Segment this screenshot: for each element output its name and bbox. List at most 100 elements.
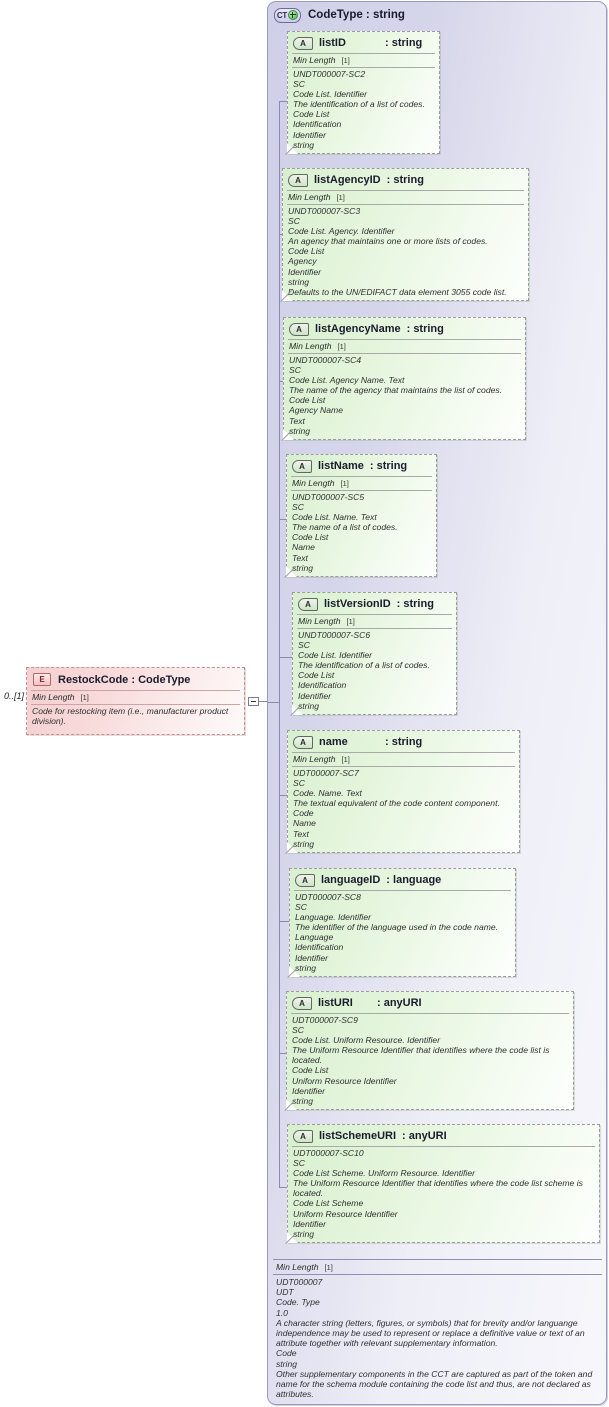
divider <box>273 1259 602 1260</box>
documentation-line: SC <box>298 640 310 651</box>
documentation-line: Uniform Resource Identifier <box>292 1075 397 1086</box>
attribute-facet: Min Length [1] <box>293 615 456 627</box>
connector-line <box>279 795 287 796</box>
documentation-line: Agency <box>288 256 317 267</box>
documentation-line: Code List. Uniform Resource. Identifier <box>292 1035 441 1046</box>
documentation-line: 1.0 <box>276 1307 288 1318</box>
connector-entry <box>268 702 279 703</box>
attribute-facet-value: [1] <box>336 192 345 202</box>
documentation-line: Name <box>292 542 315 553</box>
attribute-name: listID <box>319 37 346 49</box>
documentation-line: SC <box>288 216 300 227</box>
attribute-name: listAgencyID <box>314 174 381 186</box>
attribute-facet: Min Length [1] <box>288 753 519 765</box>
complextype-facet: Min Length [1] <box>273 1260 602 1274</box>
attribute-badge-icon: A <box>292 996 312 1010</box>
documentation-line: Code List Scheme <box>293 1198 364 1209</box>
divider <box>287 204 524 205</box>
documentation-line: Code List. Identifier <box>293 89 368 100</box>
attribute-facet-label: Min Length <box>288 192 331 202</box>
divider <box>31 704 240 705</box>
attribute-badge-icon: A <box>293 36 313 50</box>
divider <box>297 614 452 615</box>
documentation-line: The identification of a list of codes. <box>298 660 430 671</box>
documentation-line: Uniform Resource Identifier <box>293 1208 398 1219</box>
element-facet: Min Length [1] <box>27 691 244 703</box>
connector-line <box>279 1053 286 1054</box>
connector-trunk <box>279 101 280 1187</box>
divider <box>31 690 240 691</box>
documentation-line: Identifier <box>292 1085 325 1096</box>
documentation-line: UDT000007-SC7 <box>293 768 359 778</box>
plus-icon[interactable] <box>288 10 299 20</box>
element-facet-label: Min Length <box>32 692 75 702</box>
connector-line <box>279 921 289 922</box>
documentation-line: The name of a list of codes. <box>292 522 398 533</box>
element-box-restockcode[interactable]: E RestockCode : CodeType Min Length [1] … <box>26 667 245 735</box>
documentation-line: The Uniform Resource Identifier that ide… <box>293 1178 586 1199</box>
documentation-line: UNDT000007-SC6 <box>298 630 371 640</box>
documentation-line: Code List Scheme. Uniform Resource. Iden… <box>293 1168 475 1179</box>
documentation-line: Code List. Agency. Identifier <box>288 226 395 237</box>
documentation-line: UNDT000007-SC5 <box>292 492 365 502</box>
documentation-line: Code List <box>293 109 330 120</box>
documentation-line: Other supplementary components in the CC… <box>276 1368 595 1400</box>
attribute-facet-label: Min Length <box>293 754 336 764</box>
divider <box>297 628 452 629</box>
divider <box>292 766 515 767</box>
documentation-line: string <box>288 276 310 287</box>
documentation-line: string <box>276 1358 298 1369</box>
documentation-line: string <box>289 425 311 436</box>
attribute-type: : string <box>385 736 423 748</box>
connector-line <box>279 1187 287 1188</box>
element-badge-icon: E <box>33 673 51 686</box>
attribute-badge-icon: A <box>298 597 318 611</box>
connector-line <box>279 519 286 520</box>
divider <box>294 890 511 891</box>
attribute-facet: Min Length[1] <box>284 340 525 352</box>
documentation-line: Identifier <box>288 266 321 277</box>
documentation-line: UDT000007-SC8 <box>295 892 361 902</box>
documentation-line: UDT000007-SC10 <box>293 1148 364 1158</box>
documentation-line: Code List <box>289 395 326 406</box>
attribute-facet: Min Length[1] <box>287 477 436 489</box>
documentation-line: UDT000007-SC9 <box>292 1015 358 1025</box>
documentation-line: Code List. Name. Text <box>292 512 377 523</box>
divider <box>288 353 521 354</box>
expand-collapse-minus-icon[interactable] <box>248 697 259 706</box>
divider <box>292 752 515 753</box>
documentation-line: SC <box>289 365 301 376</box>
documentation-line: Identification <box>298 680 347 691</box>
complextype-facet-label: Min Length <box>276 1262 319 1272</box>
complextype-badge-icon: CT <box>274 7 301 23</box>
attribute-badge-icon: A <box>289 322 309 336</box>
attribute-facet-label: Min Length <box>298 616 341 626</box>
documentation-line: Code List <box>288 246 325 257</box>
documentation-line: string <box>298 700 320 711</box>
documentation-line: UNDT000007-SC2 <box>293 69 366 79</box>
attribute-facet-value: [1] <box>346 616 355 626</box>
documentation-line: Identification <box>293 119 342 130</box>
documentation-line: SC <box>295 902 307 913</box>
attribute-name: name <box>319 736 348 748</box>
attribute-facet-value: [1] <box>341 754 350 764</box>
complextype-box-codetype[interactable]: CT CodeType : string Min Length [1] UDT0… <box>267 1 607 1405</box>
complextype-facet-value: [1] <box>324 1262 333 1272</box>
